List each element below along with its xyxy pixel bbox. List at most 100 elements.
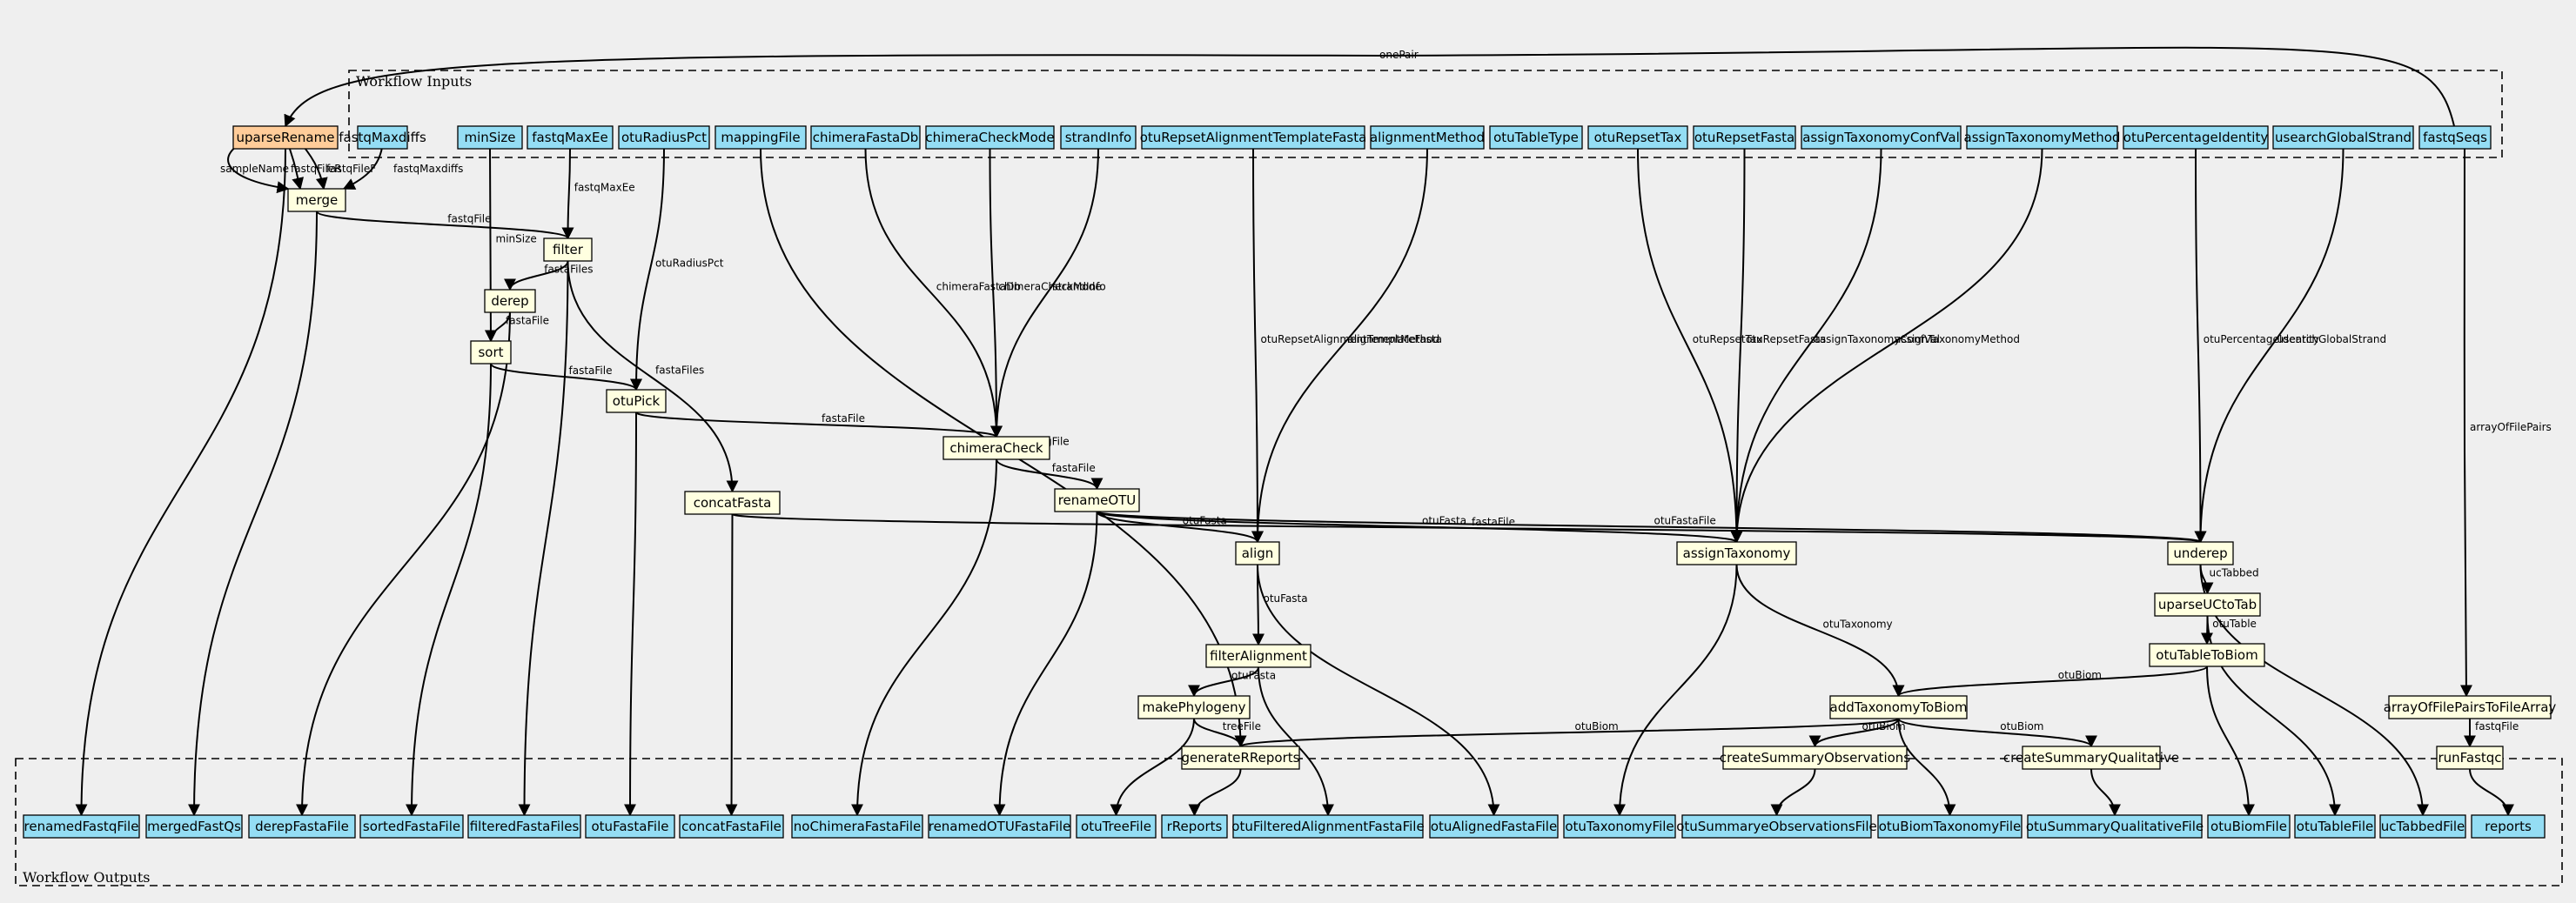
- node-st-derep[interactable]: derep: [484, 289, 536, 313]
- node-in-usearch-strand[interactable]: usearchGlobalStrand: [2272, 125, 2414, 150]
- node-box[interactable]: [2027, 814, 2203, 839]
- node-in-strand-info[interactable]: strandInfo: [1060, 125, 1137, 150]
- node-box[interactable]: [2436, 746, 2504, 770]
- node-box[interactable]: [791, 814, 923, 839]
- node-box[interactable]: [618, 125, 710, 150]
- node-st-otu-table-to-biom[interactable]: otuTableToBiom: [2149, 643, 2265, 667]
- node-st-filter[interactable]: filter: [543, 237, 593, 262]
- node-box[interactable]: [1054, 488, 1140, 512]
- node-out-uc-tabbed-file[interactable]: ucTabbedFile: [2379, 814, 2466, 839]
- node-box[interactable]: [1587, 125, 1688, 150]
- node-in-chimera-fasta-db[interactable]: chimeraFastaDb: [810, 125, 921, 150]
- node-box[interactable]: [810, 125, 921, 150]
- node-box[interactable]: [1877, 814, 2023, 839]
- node-box[interactable]: [2388, 695, 2552, 719]
- node-box[interactable]: [1722, 746, 1908, 770]
- node-box[interactable]: [585, 814, 675, 839]
- node-in-alignment-method[interactable]: alignmentMethod: [1370, 125, 1485, 150]
- node-st-create-summary-obs[interactable]: createSummaryObservations: [1720, 746, 1910, 770]
- node-box[interactable]: [2123, 125, 2269, 150]
- node-box[interactable]: [457, 125, 523, 150]
- node-in-otu-repset-fasta[interactable]: otuRepsetFasta: [1693, 125, 1796, 150]
- node-box[interactable]: [232, 125, 339, 150]
- node-box[interactable]: [2149, 643, 2265, 667]
- node-st-generate-rreports[interactable]: generateRReports: [1181, 746, 1300, 770]
- node-out-filtered-fasta-files[interactable]: filteredFastaFiles: [467, 814, 581, 839]
- node-box[interactable]: [1801, 125, 1962, 150]
- node-in-otu-repset-align[interactable]: otuRepsetAlignmentTemplateFasta: [1140, 125, 1367, 150]
- node-box[interactable]: [1489, 125, 1583, 150]
- node-st-add-taxonomy-to-biom[interactable]: addTaxonomyToBiom: [1829, 695, 1968, 719]
- node-box[interactable]: [714, 125, 807, 150]
- node-box[interactable]: [679, 814, 784, 839]
- node-st-align[interactable]: align: [1235, 541, 1280, 565]
- node-box[interactable]: [1829, 695, 1968, 719]
- node-st-array-of-file-pairs[interactable]: arrayOfFilePairsToFileArray: [2384, 695, 2557, 719]
- node-in-otu-radius-pct[interactable]: otuRadiusPct: [618, 125, 710, 150]
- node-in-chimera-check-mode[interactable]: chimeraCheckMode: [925, 125, 1055, 150]
- node-box[interactable]: [484, 289, 536, 313]
- node-box[interactable]: [928, 814, 1071, 839]
- node-box[interactable]: [1181, 746, 1300, 770]
- node-box[interactable]: [248, 814, 356, 839]
- node-box[interactable]: [1161, 814, 1228, 839]
- node-out-otu-summary-obs[interactable]: otuSummaryeObservationsFile: [1676, 814, 1877, 839]
- node-st-make-phylogeny[interactable]: makePhylogeny: [1137, 695, 1251, 719]
- node-st-assign-taxonomy[interactable]: assignTaxonomy: [1676, 541, 1797, 565]
- node-box[interactable]: [684, 491, 781, 515]
- node-box[interactable]: [1563, 814, 1676, 839]
- node-st-rename-otu[interactable]: renameOTU: [1054, 488, 1140, 512]
- node-st-merge[interactable]: merge: [287, 188, 346, 212]
- node-box[interactable]: [2154, 592, 2261, 617]
- node-st-underep[interactable]: underep: [2167, 541, 2234, 565]
- node-in-otu-pct-identity[interactable]: otuPercentageIdentity: [2123, 125, 2269, 150]
- node-out-otu-filtered-align[interactable]: otuFilteredAlignmentFastaFile: [1231, 814, 1425, 839]
- node-st-concat-fasta[interactable]: concatFasta: [684, 491, 781, 515]
- node-box[interactable]: [1370, 125, 1485, 150]
- node-box[interactable]: [470, 340, 512, 365]
- node-box[interactable]: [23, 814, 140, 839]
- node-box[interactable]: [2418, 125, 2492, 150]
- node-box[interactable]: [467, 814, 581, 839]
- node-out-otu-taxonomy-file[interactable]: otuTaxonomyFile: [1563, 814, 1676, 839]
- node-box[interactable]: [2207, 814, 2291, 839]
- node-box[interactable]: [2272, 125, 2414, 150]
- node-st-otu-pick[interactable]: otuPick: [606, 389, 667, 413]
- node-st-chimera-check[interactable]: chimeraCheck: [943, 436, 1050, 460]
- node-box[interactable]: [1060, 125, 1137, 150]
- node-out-sorted-fasta-file[interactable]: sortedFastaFile: [359, 814, 464, 839]
- node-out-otu-table-file[interactable]: otuTableFile: [2294, 814, 2376, 839]
- node-out-derep-fasta-file[interactable]: derepFastaFile: [248, 814, 356, 839]
- node-out-no-chimera-fasta-file[interactable]: noChimeraFastaFile: [791, 814, 923, 839]
- node-box[interactable]: [1429, 814, 1559, 839]
- node-box[interactable]: [2379, 814, 2466, 839]
- node-in-otu-repset-tax[interactable]: otuRepsetTax: [1587, 125, 1688, 150]
- node-box[interactable]: [1235, 541, 1280, 565]
- node-box[interactable]: [527, 125, 614, 150]
- node-out-renamed-fastq-file[interactable]: renamedFastqFile: [23, 814, 140, 839]
- node-out-otu-tree-file[interactable]: otuTreeFile: [1076, 814, 1157, 839]
- node-box[interactable]: [1966, 125, 2118, 150]
- node-box[interactable]: [1137, 695, 1251, 719]
- node-out-otu-biom-taxonomy-file[interactable]: otuBiomTaxonomyFile: [1877, 814, 2023, 839]
- node-out-merged-fast-qs[interactable]: mergedFastQs: [145, 814, 243, 839]
- node-st-uparse-rename[interactable]: uparseRename: [232, 125, 339, 150]
- node-out-otu-summary-qual[interactable]: otuSummaryQualitativeFile: [2026, 814, 2204, 839]
- node-in-fastq-maxdiffs[interactable]: fastqMaxdiffs: [339, 125, 426, 150]
- node-box[interactable]: [2294, 814, 2376, 839]
- node-out-otu-fasta-file[interactable]: otuFastaFile: [585, 814, 675, 839]
- node-box[interactable]: [1681, 814, 1872, 839]
- node-in-fastq-max-ee[interactable]: fastqMaxEe: [527, 125, 614, 150]
- node-out-r-reports[interactable]: rReports: [1161, 814, 1228, 839]
- node-box[interactable]: [145, 814, 243, 839]
- node-st-run-fastqc[interactable]: runFastqc: [2436, 746, 2504, 770]
- node-box[interactable]: [943, 436, 1050, 460]
- node-box[interactable]: [359, 814, 464, 839]
- node-box[interactable]: [2471, 814, 2546, 839]
- node-in-min-size[interactable]: minSize: [457, 125, 523, 150]
- node-st-filter-alignment[interactable]: filterAlignment: [1205, 644, 1311, 668]
- node-out-concat-fasta-file[interactable]: concatFastaFile: [679, 814, 784, 839]
- node-in-assign-tax-conf[interactable]: assignTaxonomyConfVal: [1801, 125, 1962, 150]
- node-in-assign-tax-method[interactable]: assignTaxonomyMethod: [1964, 125, 2121, 150]
- node-box[interactable]: [2167, 541, 2234, 565]
